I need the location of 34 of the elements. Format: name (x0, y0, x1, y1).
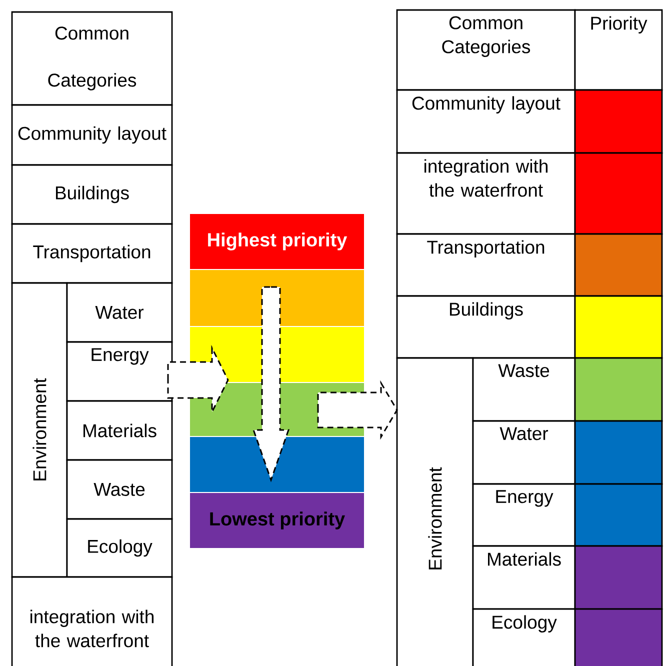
table-cell: Common Categories (11, 11, 173, 106)
table-cell: Energy (66, 341, 173, 402)
priority-swatch (574, 89, 663, 154)
priority-swatch (574, 608, 663, 666)
priority-band: Lowest priority (190, 493, 364, 548)
table-cell: Ecology (66, 518, 173, 578)
table-cell: Water (472, 420, 576, 485)
priority-swatch (574, 357, 663, 422)
block-arrow (252, 286, 290, 482)
table-cell: Transportation (396, 233, 576, 297)
table-cell: Buildings (11, 164, 173, 225)
table-cell: Priority (574, 9, 663, 91)
table-cell: Transportation (11, 223, 173, 284)
table-cell: Buildings (396, 295, 576, 359)
table-cell: Energy (472, 483, 576, 547)
priority-swatch (574, 152, 663, 235)
block-arrow (317, 380, 398, 440)
table-cell: integration with the waterfront (396, 152, 576, 235)
priority-swatch (574, 295, 663, 359)
priority-band (190, 437, 364, 492)
priority-swatch (574, 233, 663, 297)
priority-band (190, 270, 364, 326)
table-cell: Ecology (472, 608, 576, 666)
priority-swatch (574, 483, 663, 547)
table-cell: Water (66, 282, 173, 343)
table-cell: Materials (472, 545, 576, 610)
table-cell: Waste (472, 357, 576, 422)
table-cell: Community layout (396, 89, 576, 154)
table-cell: Community layout (11, 104, 173, 166)
priority-swatch (574, 545, 663, 610)
priority-band: Highest priority (190, 214, 364, 269)
table-cell: Waste (66, 459, 173, 520)
priority-swatch (574, 420, 663, 485)
table-cell: Materials (66, 400, 173, 461)
